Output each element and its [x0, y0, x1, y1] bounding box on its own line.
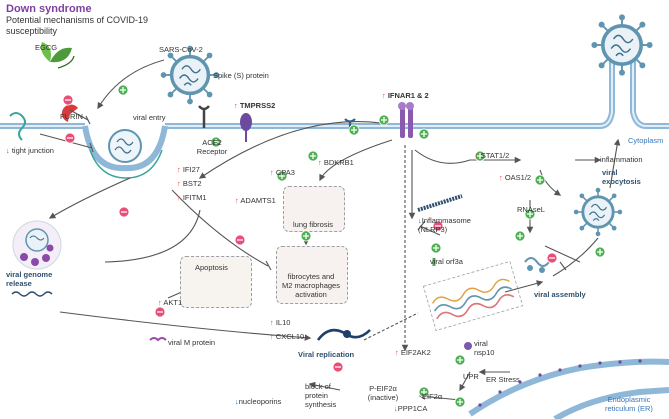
oas-label: ↑ OAS1/2: [499, 173, 532, 182]
ace2-receptor-icon: [198, 105, 210, 128]
viral-replication-icon: [316, 328, 371, 341]
stat-label: ↑ STAT1/2: [475, 151, 510, 160]
page-title: Down syndrome: [6, 3, 92, 15]
p-eif2a-label: P-EIF2α (inactive): [367, 384, 399, 402]
ifi27-label: ↑ IFI27: [177, 165, 200, 174]
viral-rna-icon: [11, 291, 53, 297]
furin-label: FURIN: [60, 112, 83, 121]
viral-entry-label: viral entry: [133, 113, 166, 122]
sars-cov-2-virus-icon: [158, 43, 222, 107]
ace2-receptor-label: ACE2 Receptor: [196, 138, 228, 156]
ifitm1-label: ↑ IFITM1: [177, 193, 207, 202]
tmprss2-label: ↑ TMPRSS2: [234, 101, 276, 110]
cpa3-label: ↑ CPA3: [270, 168, 295, 177]
egcg-label: EGCG: [35, 43, 58, 52]
viral-genome-release-label: viral genome release: [6, 270, 53, 288]
translation-strand-icon: [422, 260, 524, 332]
inflammasome-label: ↓Inflammasome (NLRP3): [418, 216, 471, 234]
activation-markers: [117, 84, 606, 408]
lung-fibrosis-box: [283, 186, 345, 232]
lung-fibrosis-label: lung fibrosis: [292, 220, 334, 229]
endocytic-vesicle: [82, 125, 168, 179]
tmprss2-icon: [240, 113, 252, 142]
cytoplasm-label: Cytoplasm: [628, 136, 664, 145]
rnasel-icon: [524, 257, 550, 273]
egcg-leaf-icon: [41, 42, 75, 69]
apoptosis-label: Apoptosis: [195, 263, 228, 272]
sars-cov-2-label: SARS-CoV-2: [159, 45, 203, 54]
il10-label: ↑ IL10: [270, 318, 291, 327]
fibrocytes-label: fibrocytes and M2 macrophages activation: [282, 272, 340, 299]
page-subtitle: Potential mechanisms of COVID-19 suscept…: [6, 15, 149, 36]
rnasel-label: RNAseL: [517, 205, 545, 214]
eif2ak2-label: ↑ EIF2AK2: [395, 348, 431, 357]
tight-junction-icon: [9, 112, 26, 141]
er-label: Endoplasmic reticulum (ER): [605, 395, 653, 413]
viral-genome-vesicle-icon: [12, 220, 62, 270]
inhibition-markers: [62, 94, 558, 373]
cell-membrane: [0, 60, 669, 129]
ifnar-label: ↑ IFNAR1 & 2: [382, 91, 429, 100]
inflammation-label: inflammation: [600, 155, 643, 164]
nucleoporins-label: ↓nucleoporins: [235, 397, 282, 406]
upr-label: UPR: [463, 372, 479, 381]
exocytosed-virus-icon: [589, 12, 655, 78]
inflammasome-icon: [417, 194, 463, 212]
bdkrb1-label: ↑ BDKRB1: [318, 158, 354, 167]
inhibition-lines: [39, 109, 567, 271]
eif2a-label: EIF2α: [422, 392, 443, 401]
furin-icon: [61, 104, 78, 122]
ifnar-receptor-icon: [398, 102, 414, 138]
fibrocytes-box: [276, 246, 348, 304]
m-protein-label: viral M protein: [168, 338, 216, 347]
orf3a-label: viral orf3a: [430, 257, 463, 266]
assembled-virus-icon: [572, 186, 624, 238]
adamts1-label: ↑ ADAMTS1: [235, 196, 276, 205]
endoplasmic-reticulum-shape: [468, 358, 669, 419]
cxcl10-label: ↑ CXCL10: [270, 332, 305, 341]
block-protein-synthesis-label: block of protein synthesis: [305, 382, 337, 409]
nsp10-icon: [464, 342, 472, 350]
er-stress-label: ER Stress: [486, 375, 520, 384]
spike-protein-label: Spike (S) protein: [213, 71, 269, 80]
viral-assembly-label: viral assembly: [534, 290, 586, 299]
m-protein-icon: [149, 337, 167, 342]
viral-replication-label: Viral replication: [298, 350, 355, 359]
viral-exocytosis-label: viral exocytosis: [602, 168, 641, 186]
tight-junction-label: ↓ tight junction: [6, 146, 54, 155]
ppp1ca-label: ↓PPP1CA: [394, 404, 428, 413]
apoptosis-box: [180, 256, 252, 308]
akt1-label: ↑ AKT1: [158, 298, 183, 307]
pathway-arrows: [48, 59, 621, 401]
bst2-label: ↑ BST2: [177, 179, 202, 188]
nsp10-label: viral nsp10: [474, 339, 495, 357]
